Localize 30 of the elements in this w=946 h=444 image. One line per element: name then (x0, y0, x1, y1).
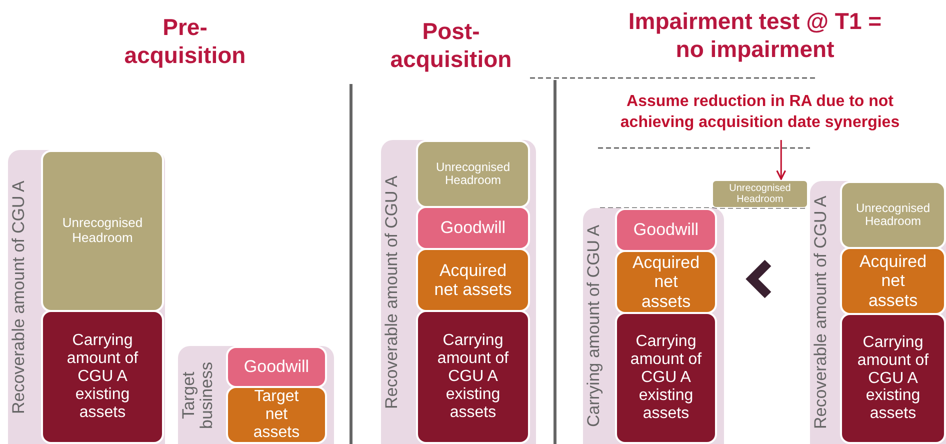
measure-panel (810, 181, 946, 444)
carrying-amount-block: Carrying amount of CGU A existing assets (416, 310, 530, 444)
axis-caption: Recoverable amount of CGU A (812, 194, 831, 432)
axis-caption: Carrying amount of CGU A (585, 224, 604, 430)
measure-panel (178, 346, 334, 444)
net-assets-block: Acquired net assets (840, 247, 946, 315)
note-text: Assume reduction in RA due to not achieving acquisition date synergies (590, 90, 930, 136)
headroom-block: Unrecognised Headroom (41, 150, 164, 312)
net-assets-block: Target net assets (226, 386, 327, 444)
headroom-block: Unrecognised Headroom (840, 181, 946, 249)
carrying-amount-block: Carrying amount of CGU A existing assets (615, 312, 717, 444)
headroom-block: Unrecognised Headroom (712, 180, 808, 208)
section-title: Impairment test @ T1 = no impairment (627, 8, 883, 64)
measure-panel (381, 140, 536, 444)
goodwill-block: Goodwill (226, 346, 327, 388)
carrying-amount-block: Carrying amount of CGU A existing assets (840, 313, 946, 444)
goodwill-block: Goodwill (416, 206, 530, 250)
axis-caption: Recoverable amount of CGU A (10, 179, 29, 416)
headroom-block: Unrecognised Headroom (416, 140, 530, 208)
measure-panel (8, 150, 165, 444)
goodwill-block: Goodwill (615, 208, 717, 252)
axis-caption: Recoverable amount of CGU A (383, 174, 402, 411)
carrying-amount-block: Carrying amount of CGU A existing assets (41, 310, 164, 444)
net-assets-block: Acquired net assets (615, 250, 717, 314)
measure-panel (583, 208, 724, 444)
arrow (776, 140, 786, 180)
section-title: Pre-acquisition (123, 14, 247, 70)
axis-caption: Target business (180, 360, 217, 431)
section-title: Post-acquisition (389, 18, 513, 74)
net-assets-block: Acquired net assets (416, 248, 530, 312)
